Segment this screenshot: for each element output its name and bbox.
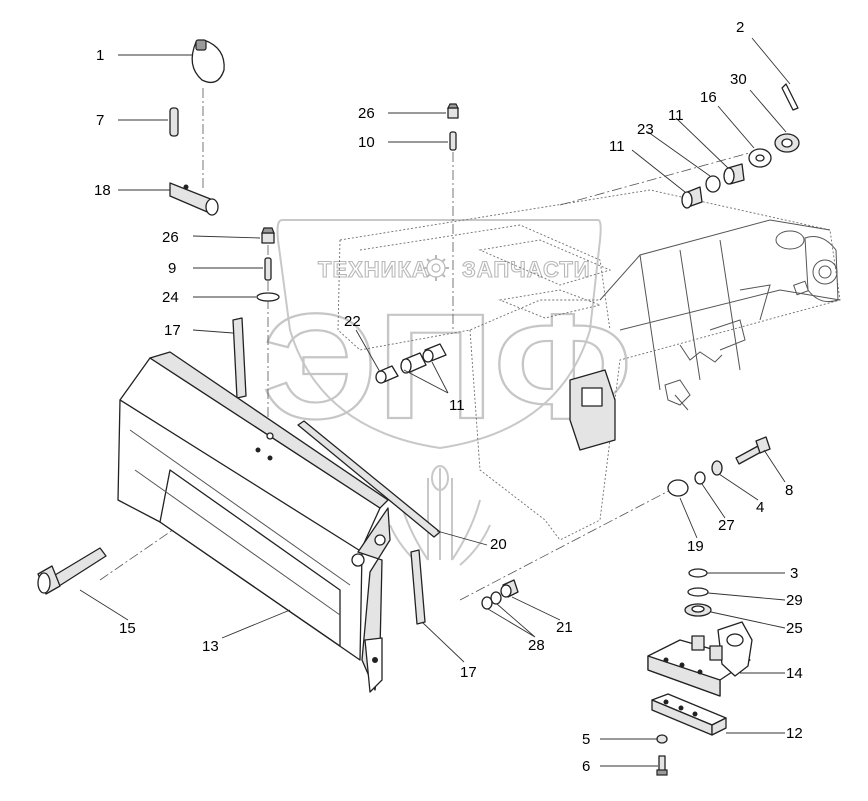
callout-22: 22	[344, 313, 361, 330]
callout-27: 27	[718, 517, 735, 534]
callout-1: 1	[96, 47, 104, 64]
callout-29: 29	[786, 592, 803, 609]
callout-12: 12	[786, 725, 803, 742]
watermark-text-right: ЗАПЧАСТИ	[462, 257, 591, 282]
part-25-seal	[684, 603, 712, 617]
part-5-nut	[656, 734, 668, 744]
callout-30: 30	[730, 71, 747, 88]
part-8-bolt	[735, 436, 771, 465]
part-2-cotter-pin	[781, 83, 799, 111]
callout-16: 16	[700, 89, 717, 106]
callout-7: 7	[96, 112, 104, 129]
callout-28: 28	[528, 637, 545, 654]
machine-frame	[337, 189, 841, 541]
part-4-nut	[711, 460, 723, 476]
callout-11-upper: 11	[668, 107, 684, 124]
watermark-wheat-icon	[389, 465, 491, 566]
part-9-pin	[264, 257, 272, 281]
part-27-lock-washer	[694, 471, 706, 485]
part-30-castle-nut	[774, 133, 800, 153]
callout-8: 8	[785, 482, 793, 499]
part-26-grease-fitting-left	[261, 227, 275, 244]
part-11-bushing-upper	[723, 163, 745, 185]
part-28-washer-a	[490, 591, 502, 605]
callout-14: 14	[786, 665, 803, 682]
part-16-washer	[748, 148, 772, 168]
part-11-bushing-lower	[681, 186, 703, 209]
part-17-strip-lower	[410, 549, 426, 625]
callout-20: 20	[490, 536, 507, 553]
callout-labels: 1 7 18 26 9 24 17 22 11 26 10 2 30 16 11…	[94, 19, 803, 775]
callout-6: 6	[582, 758, 590, 775]
part-6-bolt	[656, 755, 668, 776]
watermark-gear-icon	[423, 255, 449, 281]
leader-lines	[79, 37, 791, 767]
part-23-ring	[705, 175, 721, 193]
part-14-bracket	[647, 621, 753, 697]
callout-13: 13	[202, 638, 219, 655]
callout-3: 3	[790, 565, 798, 582]
callout-17-lower: 17	[460, 664, 477, 681]
callout-25: 25	[786, 620, 803, 637]
part-17-strip-upper	[232, 317, 247, 399]
callout-4: 4	[756, 499, 764, 516]
callout-18: 18	[94, 182, 111, 199]
part-13-frame-housing	[117, 351, 391, 693]
watermark-shield-outline	[276, 219, 602, 450]
callout-23: 23	[637, 121, 654, 138]
watermark-text-left: ТЕХНИКА	[318, 257, 429, 282]
part-26-grease-fitting-center	[447, 103, 459, 119]
part-10-pin	[449, 131, 457, 151]
callout-15: 15	[119, 620, 136, 637]
part-1-lynch-pin	[191, 39, 225, 84]
part-21-bushing	[500, 579, 519, 598]
part-24-washer	[256, 292, 280, 302]
watermark: ТЕХНИКА ЗАПЧАСТИ ЭПФ	[261, 219, 633, 566]
callout-11-lower: 11	[609, 138, 625, 155]
part-22-bushing-set	[375, 343, 447, 384]
part-19-washer	[667, 479, 689, 497]
part-7-roll-pin	[169, 107, 179, 137]
callout-5: 5	[582, 731, 590, 748]
callout-26-center: 26	[358, 105, 375, 122]
callout-26-left: 26	[162, 229, 179, 246]
callout-9: 9	[168, 260, 176, 277]
part-29-washer	[687, 587, 709, 597]
callout-24: 24	[162, 289, 179, 306]
part-3-ring	[688, 568, 708, 578]
callout-10: 10	[358, 134, 375, 151]
callout-17-upper: 17	[164, 322, 181, 339]
part-12-plate	[651, 693, 727, 736]
callout-11-frame: 11	[449, 397, 465, 414]
callout-21: 21	[556, 619, 573, 636]
part-15-bolt	[37, 547, 107, 595]
part-28-washer-b	[481, 596, 493, 610]
callout-19: 19	[687, 538, 704, 555]
callout-2: 2	[736, 19, 744, 36]
part-18-pin	[169, 182, 219, 216]
